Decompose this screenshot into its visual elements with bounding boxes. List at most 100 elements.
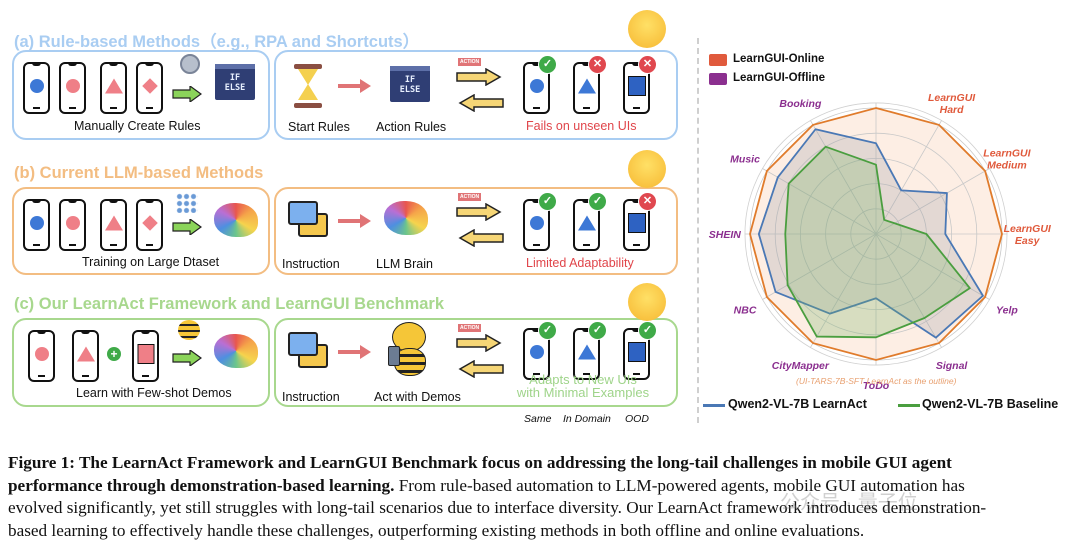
result-phone-in-domain: ✓ <box>573 321 607 380</box>
series-outline-ui-tars <box>749 107 1003 361</box>
cross-badge-icon: ✕ <box>638 55 657 74</box>
red-arrow-icon <box>338 345 371 359</box>
check-badge-icon: ✓ <box>638 321 657 340</box>
legend-learnact-label: Qwen2-VL-7B LearnAct <box>728 397 867 411</box>
result-phone-same: ✓ <box>523 55 557 114</box>
start-rules-label: Start Rules <box>288 120 350 134</box>
check-badge-icon: ✓ <box>588 321 607 340</box>
legend-baseline-label: Qwen2-VL-7B Baseline <box>922 397 1059 411</box>
tools-icon <box>180 54 200 74</box>
grid-spoke <box>875 120 942 235</box>
axis-label-booking: Booking <box>779 98 822 110</box>
result-phone-ood: ✓ <box>623 321 657 380</box>
red-arrow-icon <box>338 214 371 228</box>
legend-online-swatch <box>709 54 727 66</box>
star-struck-face-icon <box>628 283 666 321</box>
caption-text-2: From rule-based automation to LLM-powere… <box>394 475 965 495</box>
llm-brain-label: LLM Brain <box>376 257 433 271</box>
few-shot-caption: Learn with Few-shot Demos <box>76 386 232 400</box>
neural-network-icon <box>176 193 198 213</box>
radar-chart: GmailLearnGUIHardLearnGUIMediumLearnGUIE… <box>709 92 1052 390</box>
check-badge-icon: ✓ <box>538 192 557 211</box>
instruction-label: Instruction <box>282 257 340 271</box>
phone-blue-circle <box>23 62 50 114</box>
grid-spoke <box>762 233 877 300</box>
green-arrow-icon <box>172 219 202 235</box>
phone-pink-triangle <box>72 330 99 382</box>
axis-label-yelp: Yelp <box>996 305 1018 317</box>
category-ood: OOD <box>625 413 649 425</box>
section-b-title: (b) Current LLM-based Methods <box>14 164 264 182</box>
red-arrow-icon <box>338 79 371 93</box>
axis-label-signal: Signal <box>936 360 969 372</box>
cross-badge-icon: ✕ <box>588 55 607 74</box>
instruction-chat-icon <box>288 201 328 237</box>
act-with-demos-label: Act with Demos <box>374 390 461 404</box>
phone-pink-diamond <box>136 62 163 114</box>
result-phone-ood: ✕ <box>623 192 657 251</box>
legend-online-label: LearnGUI-Online <box>733 53 825 65</box>
green-arrow-icon <box>172 350 202 366</box>
action-exchange-icon: ACTION <box>456 324 506 384</box>
figure-caption: Figure 1: The LearnAct Framework and Lea… <box>8 452 1072 542</box>
adapts-label: Adapts to New UIs with Minimal Examples <box>516 372 650 400</box>
legend-baseline-line <box>898 404 920 407</box>
legend-offline-swatch <box>709 73 727 85</box>
phone-blue-circle <box>23 199 50 251</box>
bee-with-phone-icon <box>388 322 430 376</box>
grid-spoke <box>810 233 877 348</box>
result-phone-in-domain: ✕ <box>573 55 607 114</box>
fails-label: Fails on unseen UIs <box>526 119 637 133</box>
section-c-right-box: Instruction Act with Demos ACTION ✓ ✓ ✓ … <box>274 318 678 407</box>
hourglass-icon <box>294 64 322 108</box>
phone-pink-cube <box>132 330 159 382</box>
axis-label-todo: ToDo <box>863 380 890 390</box>
grid-spoke <box>762 168 877 235</box>
axis-label-citymapper: CityMapper <box>772 360 830 372</box>
instruction-chat-icon <box>288 332 328 368</box>
llm-brain-icon <box>214 334 258 368</box>
cross-badge-icon: ✕ <box>638 192 657 211</box>
section-a-title: (a) Rule-based Methods（e.g., RPA and Sho… <box>14 33 420 51</box>
bee-icon <box>178 320 200 340</box>
caption-text-4: based learning to effectively handle the… <box>8 520 865 540</box>
section-b-right-box: Instruction LLM Brain ACTION ✓ ✓ ✕ Limit… <box>274 187 678 275</box>
manual-rules-caption: Manually Create Rules <box>74 119 201 133</box>
crying-face-icon <box>628 10 666 48</box>
caption-bold-1: Figure 1: The LearnAct Framework and Lea… <box>8 453 952 472</box>
legend-offline-label: LearnGUI-Offline <box>733 72 826 84</box>
axis-label-shein: SHEIN <box>709 229 742 241</box>
axis-label-nbc: NBC <box>734 305 757 317</box>
llm-brain-icon <box>214 203 258 237</box>
outline-note: (UI-TARS-7B-SFT LearnAct as the outline) <box>796 376 957 386</box>
check-badge-icon: ✓ <box>538 321 557 340</box>
phone-pink-triangle <box>100 62 127 114</box>
phone-pink-circle <box>28 330 55 382</box>
crying-face-icon <box>628 150 666 188</box>
axis-label-music: Music <box>730 153 760 165</box>
result-phone-ood: ✕ <box>623 55 657 114</box>
phone-pink-diamond <box>136 199 163 251</box>
check-badge-icon: ✓ <box>538 55 557 74</box>
green-arrow-icon <box>172 86 202 102</box>
category-same: Same <box>524 413 552 425</box>
section-c-title: (c) Our LearnAct Framework and LearnGUI … <box>14 295 445 313</box>
caption-bold-2: performance through demonstration-based … <box>8 475 395 495</box>
phone-pink-triangle <box>100 199 127 251</box>
result-phone-same: ✓ <box>523 321 557 380</box>
section-b-left-box: Training on Large Dtaset <box>12 187 270 275</box>
section-c-left-box: + Learn with Few-shot Demos <box>12 318 270 407</box>
limited-adaptability-label: Limited Adaptability <box>526 256 634 270</box>
grid-spoke <box>810 120 877 235</box>
legend-learnact-line <box>703 404 725 407</box>
instruction-label: Instruction <box>282 390 340 404</box>
panel-divider <box>697 38 699 423</box>
watermark: 公众号 · 量子位 <box>780 492 918 514</box>
phone-pink-circle <box>59 199 86 251</box>
